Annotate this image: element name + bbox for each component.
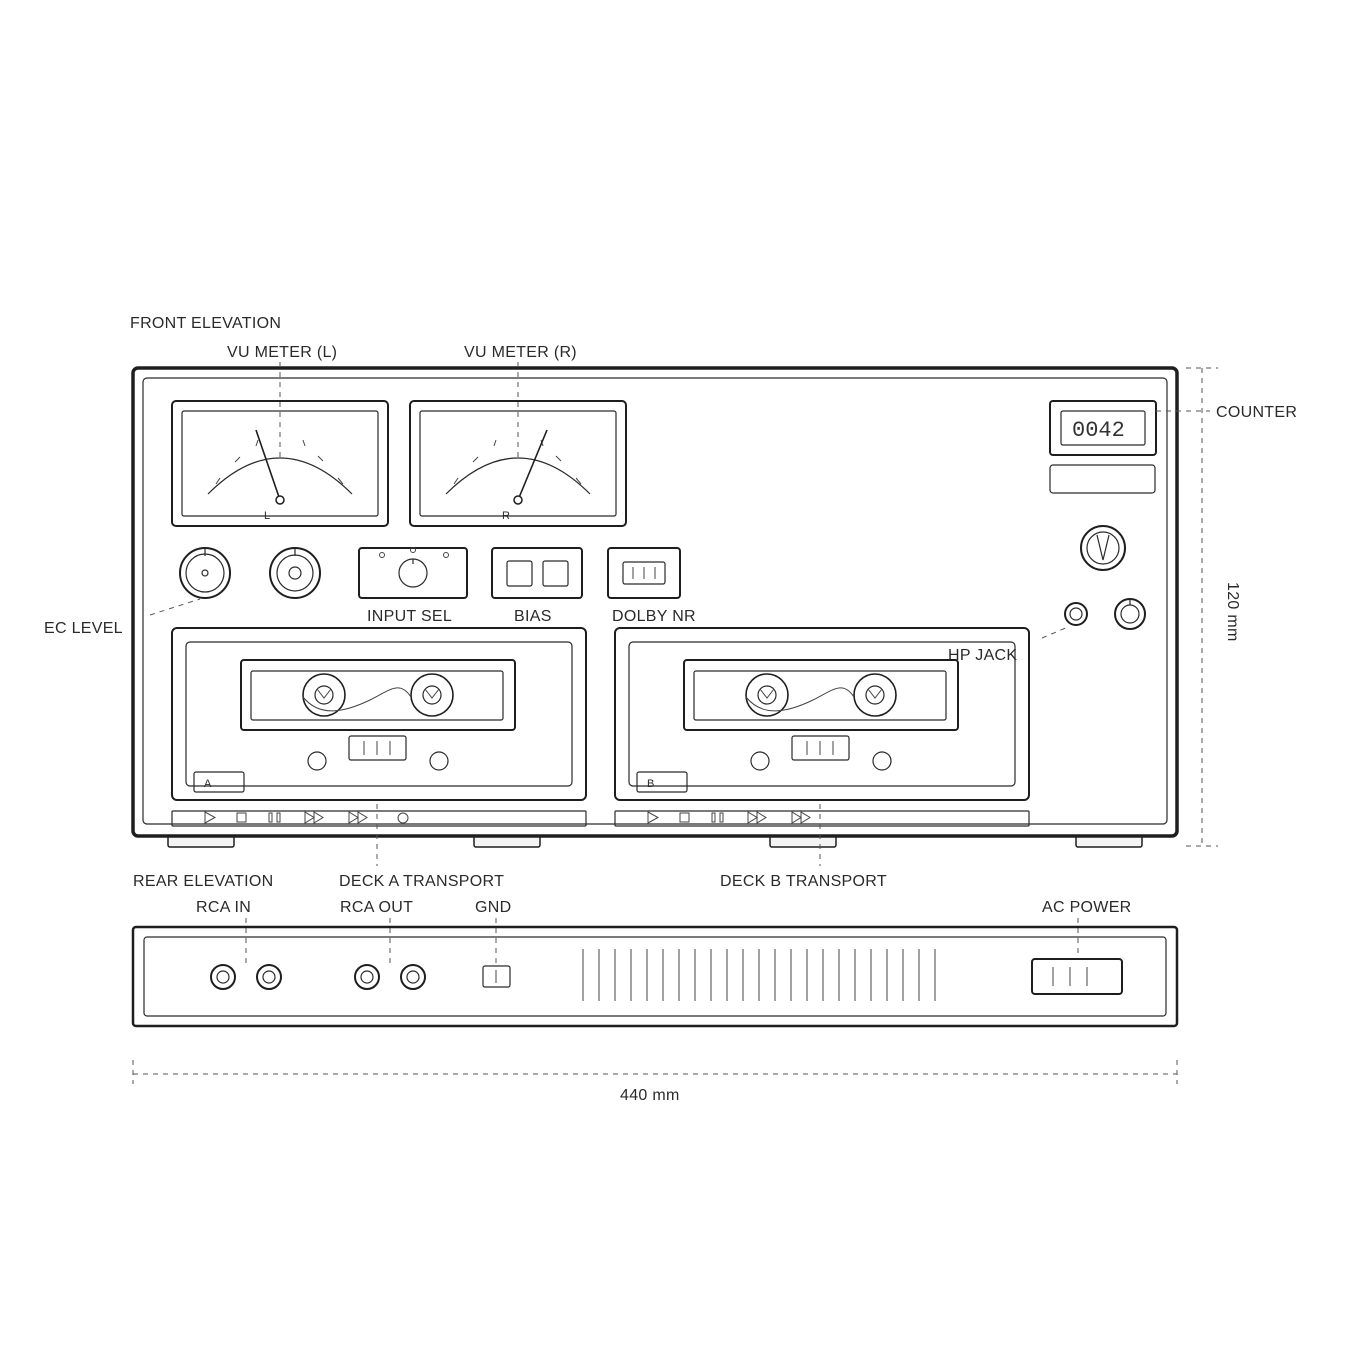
deck-a-mark: A xyxy=(204,778,212,790)
hp-jack-label: HP JACK xyxy=(948,647,1017,664)
deck-b-transport-label: DECK B TRANSPORT xyxy=(720,873,887,890)
rear-elevation-title: REAR ELEVATION xyxy=(133,873,274,890)
rca-out-label: RCA OUT xyxy=(340,899,413,916)
vu-meter-left: L xyxy=(171,400,389,527)
dolby-nr-switch[interactable] xyxy=(607,547,681,599)
height-dimension: 120 mm xyxy=(1186,367,1241,847)
rca-out-jack-left[interactable] xyxy=(354,964,380,990)
width-dimension: 440 mm xyxy=(132,1060,1178,1104)
width-dimension-label: 440 mm xyxy=(620,1087,680,1104)
dolby-nr-label: DOLBY NR xyxy=(612,608,696,625)
bias-label: BIAS xyxy=(514,608,552,625)
deck-a-rewind-button[interactable] xyxy=(304,811,324,824)
deck-b-transport xyxy=(614,810,1030,827)
rear-panel-inner xyxy=(143,936,1167,1017)
headphone-jack[interactable] xyxy=(1064,602,1088,626)
rca-in-label: RCA IN xyxy=(196,899,251,916)
ec-level-label: EC LEVEL xyxy=(44,620,123,637)
deck-b-play-button[interactable] xyxy=(647,811,660,824)
rca-in-jack-left[interactable] xyxy=(210,964,236,990)
deck-a-transport xyxy=(171,810,587,827)
counter-display: 0042 xyxy=(1072,418,1125,443)
input-selector[interactable] xyxy=(358,547,468,599)
rca-out-jack-right[interactable] xyxy=(400,964,426,990)
ec-level-knob-left[interactable] xyxy=(179,547,231,599)
vent-grille xyxy=(582,949,936,1001)
deck-b: B xyxy=(614,627,1030,801)
headphone-level-knob[interactable] xyxy=(1114,598,1146,630)
deck-b-fast-forward-button[interactable] xyxy=(791,811,811,824)
vu-meter-left-mark: L xyxy=(264,510,270,522)
input-sel-label: INPUT SEL xyxy=(367,608,452,625)
deck-a-transport-label: DECK A TRANSPORT xyxy=(339,873,504,890)
ac-power-inlet[interactable] xyxy=(1031,958,1123,995)
deck-b-rewind-button[interactable] xyxy=(747,811,767,824)
deck-a-stop-button[interactable] xyxy=(236,812,247,823)
ac-power-label: AC POWER xyxy=(1042,899,1132,916)
deck-a-play-button[interactable] xyxy=(204,811,217,824)
deck-b-mark: B xyxy=(647,778,654,790)
vu-meter-right-label: VU METER (R) xyxy=(464,344,577,361)
front-panel-inner xyxy=(142,377,1168,825)
gnd-label: GND xyxy=(475,899,511,916)
deck-a-pause-button[interactable] xyxy=(268,812,281,823)
tape-counter: 0042 xyxy=(1049,400,1157,456)
rear-chassis xyxy=(131,925,1179,1028)
front-chassis xyxy=(131,366,1179,838)
height-dimension-label: 120 mm xyxy=(1224,582,1241,642)
deck-b-pause-button[interactable] xyxy=(711,812,724,823)
gnd-terminal[interactable] xyxy=(482,965,511,988)
deck-a: A xyxy=(171,627,587,801)
ec-level-knob-right[interactable] xyxy=(269,547,321,599)
rca-in-jack-right[interactable] xyxy=(256,964,282,990)
counter-reset-panel xyxy=(1049,464,1156,494)
power-knob[interactable] xyxy=(1080,525,1126,571)
deck-a-record-button[interactable] xyxy=(397,812,409,824)
vu-meter-right-mark: R xyxy=(502,510,510,522)
front-elevation-title: FRONT ELEVATION xyxy=(130,315,281,332)
counter-label: COUNTER xyxy=(1216,404,1297,421)
deck-b-stop-button[interactable] xyxy=(679,812,690,823)
vu-meter-left-label: VU METER (L) xyxy=(227,344,337,361)
deck-a-fast-forward-button[interactable] xyxy=(348,811,368,824)
vu-meter-right: R xyxy=(409,400,627,527)
bias-switches[interactable] xyxy=(491,547,583,599)
